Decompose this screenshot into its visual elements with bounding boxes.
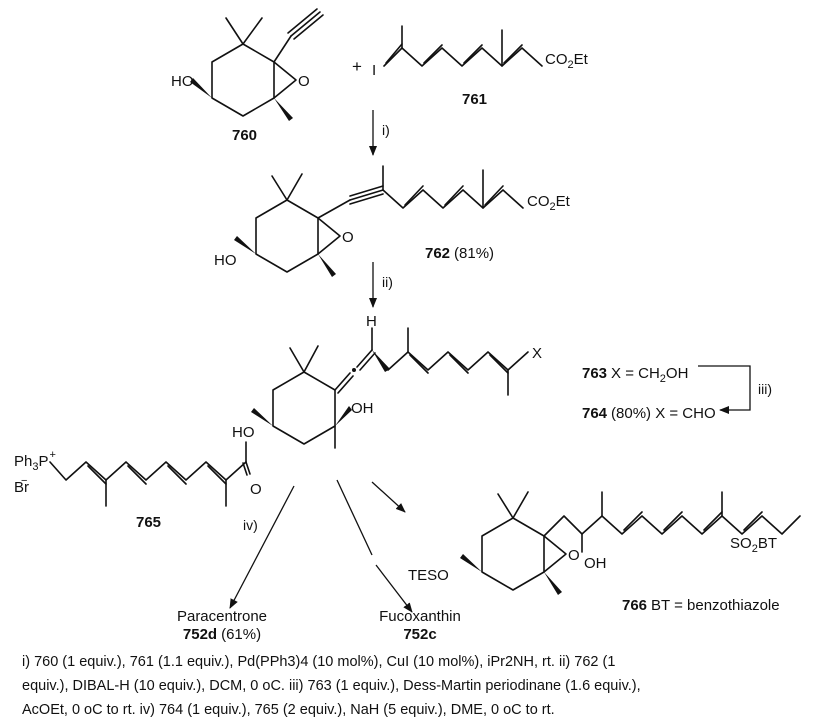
- step-ii-label: ii): [382, 274, 393, 290]
- conditions-line-3: AcOEt, 0 oC to rt. iv) 764 (1 equiv.), 7…: [22, 702, 555, 718]
- compound-760-structure: O HO 760: [171, 8, 324, 144]
- ester-762: CO2Et: [527, 193, 571, 213]
- label-765: 765: [136, 514, 161, 531]
- label-764: 764(80%) X = CHO: [582, 405, 716, 422]
- allene-hydrogen: H: [366, 313, 377, 330]
- conditions-line-1: i) 760 (1 equiv.), 761 (1.1 equiv.), Pd(…: [22, 654, 616, 670]
- arrow-multistep-lower: [375, 564, 413, 613]
- hydroxyl-760: HO: [171, 73, 194, 90]
- product-fucoxanthin: Fucoxanthin: [379, 608, 461, 625]
- reaction-scheme: O HO 760 + I CO2Et 761 i) O HO CO2Et 762…: [14, 8, 801, 643]
- step-i-label: i): [382, 122, 390, 138]
- label-752c: 752c: [403, 626, 436, 643]
- ketone-oxygen-765: O: [250, 481, 262, 498]
- step-iii-label: iii): [758, 381, 772, 397]
- hydroxyl-tertiary: OH: [351, 400, 374, 417]
- epoxide-oxygen-762: O: [342, 229, 354, 246]
- hydroxyl-766: OH: [584, 555, 607, 572]
- step-iv-label: iv): [243, 517, 258, 533]
- arrow-step-iii: [698, 365, 751, 414]
- label-752d: 752d(61%): [183, 626, 261, 643]
- epoxide-oxygen-760: O: [298, 73, 310, 90]
- compound-763-764-structure: H OH HO X: [232, 313, 542, 449]
- label-762: 762(81%): [425, 245, 494, 262]
- label-761: 761: [462, 91, 487, 108]
- compound-765-structure: Ph3P+ Br− O 765: [14, 441, 262, 531]
- sulfone-766: SO2BT: [730, 535, 777, 555]
- bromide-765: Br−: [14, 475, 29, 496]
- product-paracentrone: Paracentrone: [177, 608, 267, 625]
- ester-761: CO2Et: [545, 51, 589, 71]
- phosphonium-765: Ph3P+: [14, 449, 56, 473]
- arrow-to-766: [371, 481, 406, 513]
- teso-766: TESO: [408, 567, 449, 584]
- plus-sign: +: [352, 57, 362, 76]
- reaction-conditions: i) 760 (1 equiv.), 761 (1.1 equiv.), Pd(…: [22, 650, 812, 722]
- epoxide-oxygen-766: O: [568, 547, 580, 564]
- iodo-761: I: [372, 62, 376, 79]
- conditions-line-2: equiv.), DIBAL-H (10 equiv.), DCM, 0 oC.…: [22, 678, 641, 694]
- substituent-x: X: [532, 345, 542, 362]
- label-760: 760: [232, 127, 257, 144]
- compound-762-structure: O HO CO2Et 762(81%): [214, 165, 571, 277]
- hydroxyl-762: HO: [214, 252, 237, 269]
- compound-761-structure: I CO2Et 761: [372, 25, 589, 108]
- hydroxyl-763: HO: [232, 424, 255, 441]
- arrow-multistep-upper: [336, 479, 373, 556]
- arrow-step-iv: [229, 485, 295, 609]
